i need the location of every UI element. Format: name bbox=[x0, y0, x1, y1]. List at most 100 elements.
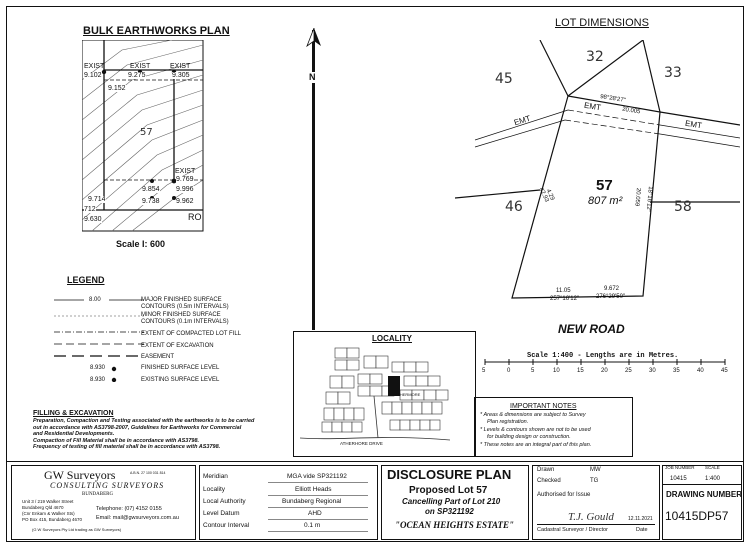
level-label: 9.996 bbox=[176, 186, 194, 193]
sign-box bbox=[532, 465, 660, 540]
legend-title: LEGEND bbox=[67, 275, 105, 285]
north-label: N bbox=[308, 72, 317, 83]
company-address: Bundaberg Qld 4670 bbox=[22, 505, 64, 510]
note-line: for building design or construction. bbox=[487, 434, 571, 440]
authorised-label: Authorised for Issue bbox=[537, 492, 591, 498]
field-value-contour: 0.1 m bbox=[304, 522, 321, 529]
filling-title: FILLING & EXCAVATION bbox=[33, 410, 114, 417]
locality-box bbox=[293, 331, 476, 457]
level-label: 9.854 bbox=[142, 186, 160, 193]
company-address: Unit 3 / 219 Walker Street bbox=[22, 499, 74, 504]
sign-date: 12.11.2021 bbox=[628, 516, 653, 522]
fields-box bbox=[199, 465, 378, 540]
signature-underline bbox=[537, 524, 655, 525]
level-label: 9.102 bbox=[84, 72, 102, 79]
legend-sample-fsl: 8.930 bbox=[90, 365, 106, 371]
on-sp-line: on SP321192 bbox=[425, 507, 474, 516]
scale-tick: 45 bbox=[721, 368, 728, 374]
earthworks-road-label: RO bbox=[188, 212, 202, 222]
scale-tick: 15 bbox=[577, 368, 584, 374]
field-value-meridian: MGA vide SP321192 bbox=[287, 473, 347, 480]
sheet-border bbox=[6, 6, 744, 542]
legend-item-excavation: EXTENT OF EXCAVATION bbox=[141, 343, 214, 349]
plan-title-box bbox=[381, 465, 529, 540]
level-label: 9.962 bbox=[176, 198, 194, 205]
neighbour-lot: 46 bbox=[505, 199, 523, 215]
neighbour-lot: 32 bbox=[586, 49, 604, 65]
company-email: Email: mail@gwsurveyors.com.au bbox=[96, 515, 179, 521]
locality-title: LOCALITY bbox=[372, 334, 412, 343]
level-label: 9.630 bbox=[84, 216, 102, 223]
checked-label: Checked bbox=[537, 478, 561, 484]
field-underline bbox=[268, 482, 368, 483]
level-label: 712 bbox=[84, 206, 96, 213]
field-label-locality: Locality bbox=[203, 486, 226, 493]
locality-street: ATHERMORE bbox=[395, 392, 421, 397]
filling-line: and Residential Developments. bbox=[33, 431, 115, 437]
lot-dimensions-plan bbox=[455, 40, 740, 299]
estate-name: "OCEAN HEIGHTS ESTATE" bbox=[395, 520, 515, 530]
notes-box bbox=[474, 397, 633, 457]
scale-tick: 25 bbox=[625, 368, 632, 374]
scale-tick: 0 bbox=[507, 368, 511, 374]
drawing-number-value: 10415DP57 bbox=[665, 509, 729, 523]
north-axis-line bbox=[312, 30, 315, 330]
field-label-contour: Contour Interval bbox=[203, 522, 250, 529]
note-line: * Levels & contours shown are not to be … bbox=[480, 427, 591, 433]
drawn-value: MW bbox=[590, 467, 601, 473]
drawn-label: Drawn bbox=[537, 467, 555, 473]
earthworks-scale: Scale I: 600 bbox=[116, 239, 166, 249]
note-line: Plan registration. bbox=[487, 419, 529, 425]
exist-label-4: EXIST bbox=[175, 168, 196, 175]
neighbour-lot: 58 bbox=[674, 199, 692, 215]
field-label-authority: Local Authority bbox=[203, 498, 246, 505]
locality-map bbox=[300, 347, 451, 441]
checked-value: TG bbox=[590, 478, 599, 484]
scale-bar bbox=[484, 359, 726, 365]
legend-item-easement: EASEMENT bbox=[141, 354, 175, 360]
locality-street: ATHERHORE DRIVE bbox=[340, 441, 383, 446]
legend-item-minor-contours: MINOR FINISHED SURFACE CONTOURS (0.1m IN… bbox=[141, 312, 229, 325]
level-label: 9.714 bbox=[88, 196, 106, 203]
bearing-label: 9.672 bbox=[604, 286, 620, 292]
field-underline bbox=[268, 531, 368, 532]
lot-number: 57 bbox=[596, 177, 613, 194]
drawing-number-label: DRAWING NUMBER bbox=[666, 490, 742, 499]
note-line: * These notes are an integral part of th… bbox=[480, 442, 592, 448]
scale-tick: 5 bbox=[531, 368, 535, 374]
field-underline bbox=[268, 495, 368, 496]
earthworks-lot-number: 57 bbox=[140, 127, 153, 138]
field-value-datum: AHD bbox=[308, 510, 322, 517]
legend-item-major-contours: MAJOR FINISHED SURFACE CONTOURS (0.5m IN… bbox=[141, 297, 229, 310]
sign-caption: Cadastral Surveyor / Director bbox=[537, 527, 608, 533]
company-box bbox=[11, 465, 196, 540]
scale-value: 1:400 bbox=[705, 476, 721, 482]
exist-label-2: EXIST bbox=[130, 63, 151, 70]
field-underline bbox=[268, 507, 368, 508]
scale-tick: 35 bbox=[673, 368, 680, 374]
legend-item-existing-level: EXISTING SURFACE LEVEL bbox=[141, 377, 220, 383]
exist-label-1: EXIST bbox=[84, 63, 105, 70]
cancelling-line: Cancelling Part of Lot 210 bbox=[402, 497, 501, 506]
neighbour-lot: 45 bbox=[495, 71, 513, 87]
level-label: 9.275 bbox=[128, 72, 146, 79]
date-caption: Date bbox=[636, 527, 648, 533]
scale-tick: 5 bbox=[482, 368, 486, 374]
proposed-lot: Proposed Lot 57 bbox=[409, 485, 488, 496]
company-address: (Cnr Enkam & Walker Sts) bbox=[22, 511, 75, 516]
legend-item-finished-level: FINISHED SURFACE LEVEL bbox=[141, 365, 220, 371]
bearing-label: 11.05 bbox=[556, 288, 571, 294]
legend-line-samples bbox=[54, 299, 144, 382]
field-underline bbox=[268, 519, 368, 520]
company-address: PO Box 415, Bundaberg 4670 bbox=[22, 517, 83, 522]
earthworks-title: BULK EARTHWORKS PLAN bbox=[83, 25, 230, 37]
company-name: GW Surveyors bbox=[44, 468, 116, 482]
legend-item-compacted-fill: EXTENT OF COMPACTED LOT FILL bbox=[141, 331, 242, 337]
lot-area: 807 m² bbox=[588, 195, 623, 207]
company-telephone: Telephone: (07) 4152 0155 bbox=[96, 506, 162, 512]
bearing-label: 276°29'50" bbox=[596, 294, 626, 300]
neighbour-lot: 33 bbox=[664, 65, 682, 81]
scale-tick: 40 bbox=[697, 368, 704, 374]
company-trading: (G W Surveyors Pty Ltd trading as GW Sur… bbox=[32, 527, 122, 532]
